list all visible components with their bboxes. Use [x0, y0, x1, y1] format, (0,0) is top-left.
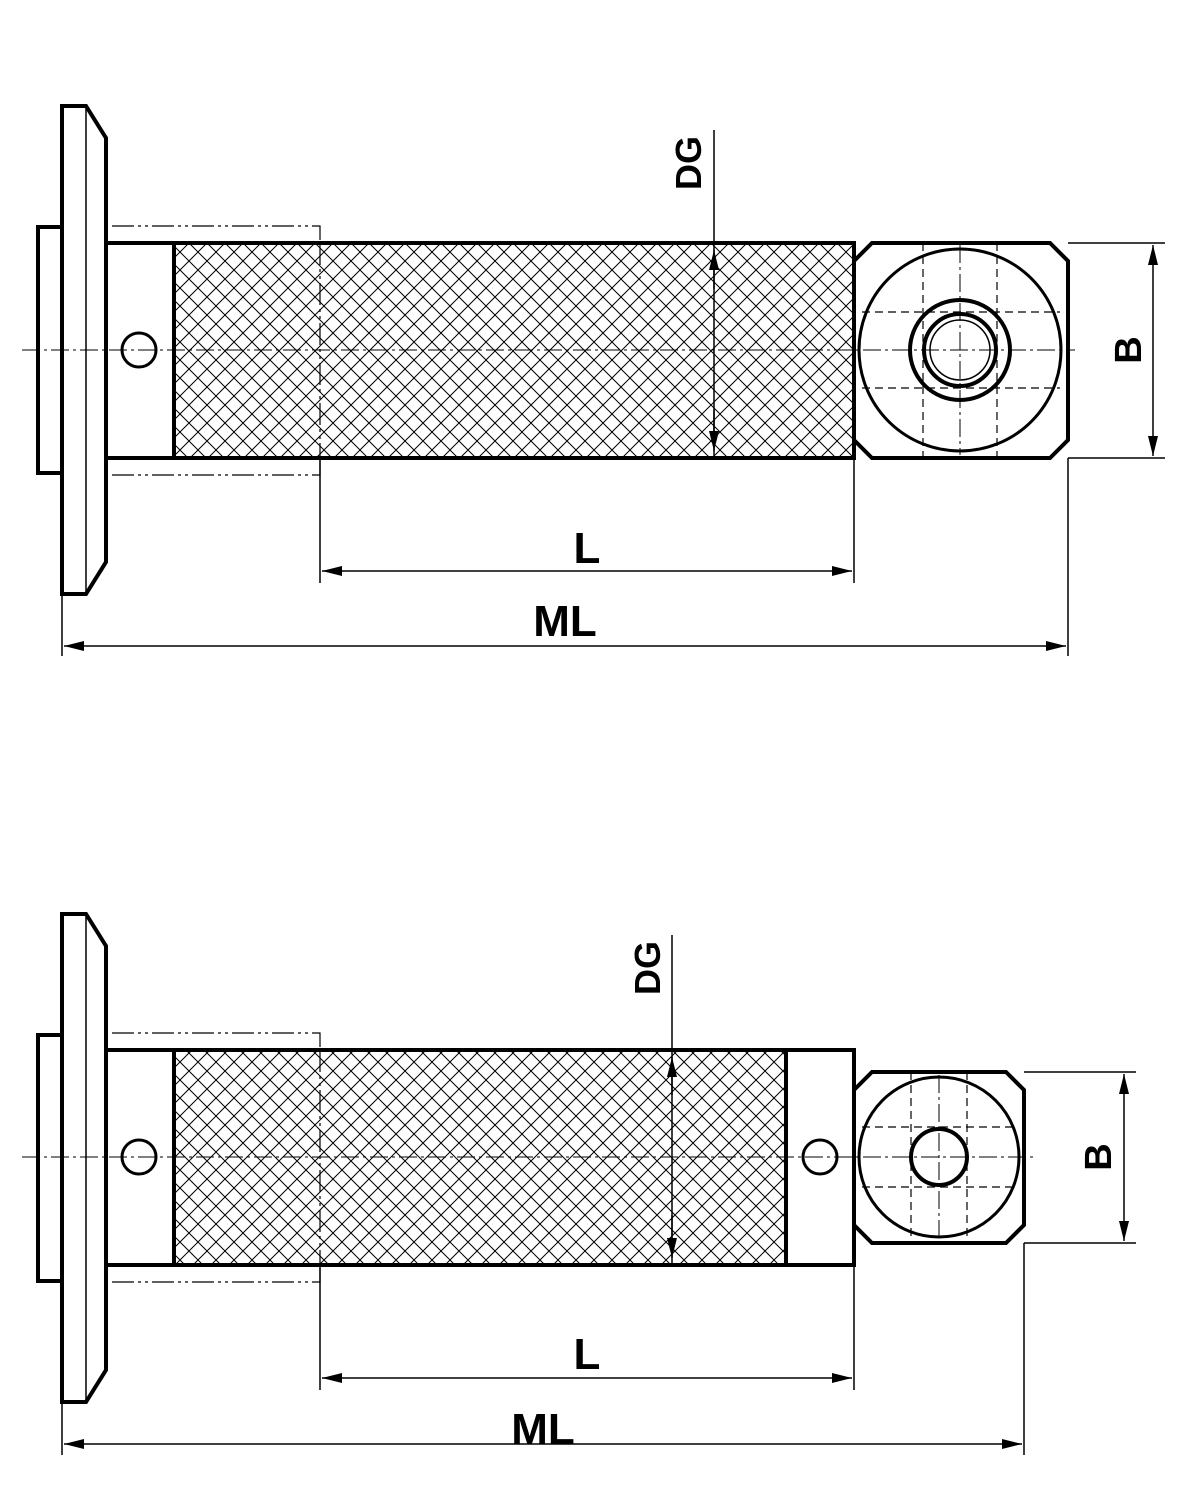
b-label: B [1078, 1143, 1120, 1170]
ml-label: ML [511, 1405, 575, 1454]
square-head [852, 1070, 1026, 1245]
flange-boss [36, 1033, 64, 1283]
square-head [852, 241, 1070, 460]
phantom-outline [112, 1032, 321, 1050]
phantom-outline [112, 225, 321, 243]
b-label: B [1108, 336, 1150, 363]
dg-label: DG [668, 136, 709, 190]
view-top: DG B L ML [22, 104, 1165, 656]
ml-label: ML [533, 597, 597, 646]
l-label: L [574, 524, 601, 573]
view-bottom: DG B L ML [22, 912, 1136, 1455]
flange-plate [60, 912, 108, 1404]
dg-label: DG [627, 941, 668, 995]
l-label: L [574, 1330, 601, 1379]
